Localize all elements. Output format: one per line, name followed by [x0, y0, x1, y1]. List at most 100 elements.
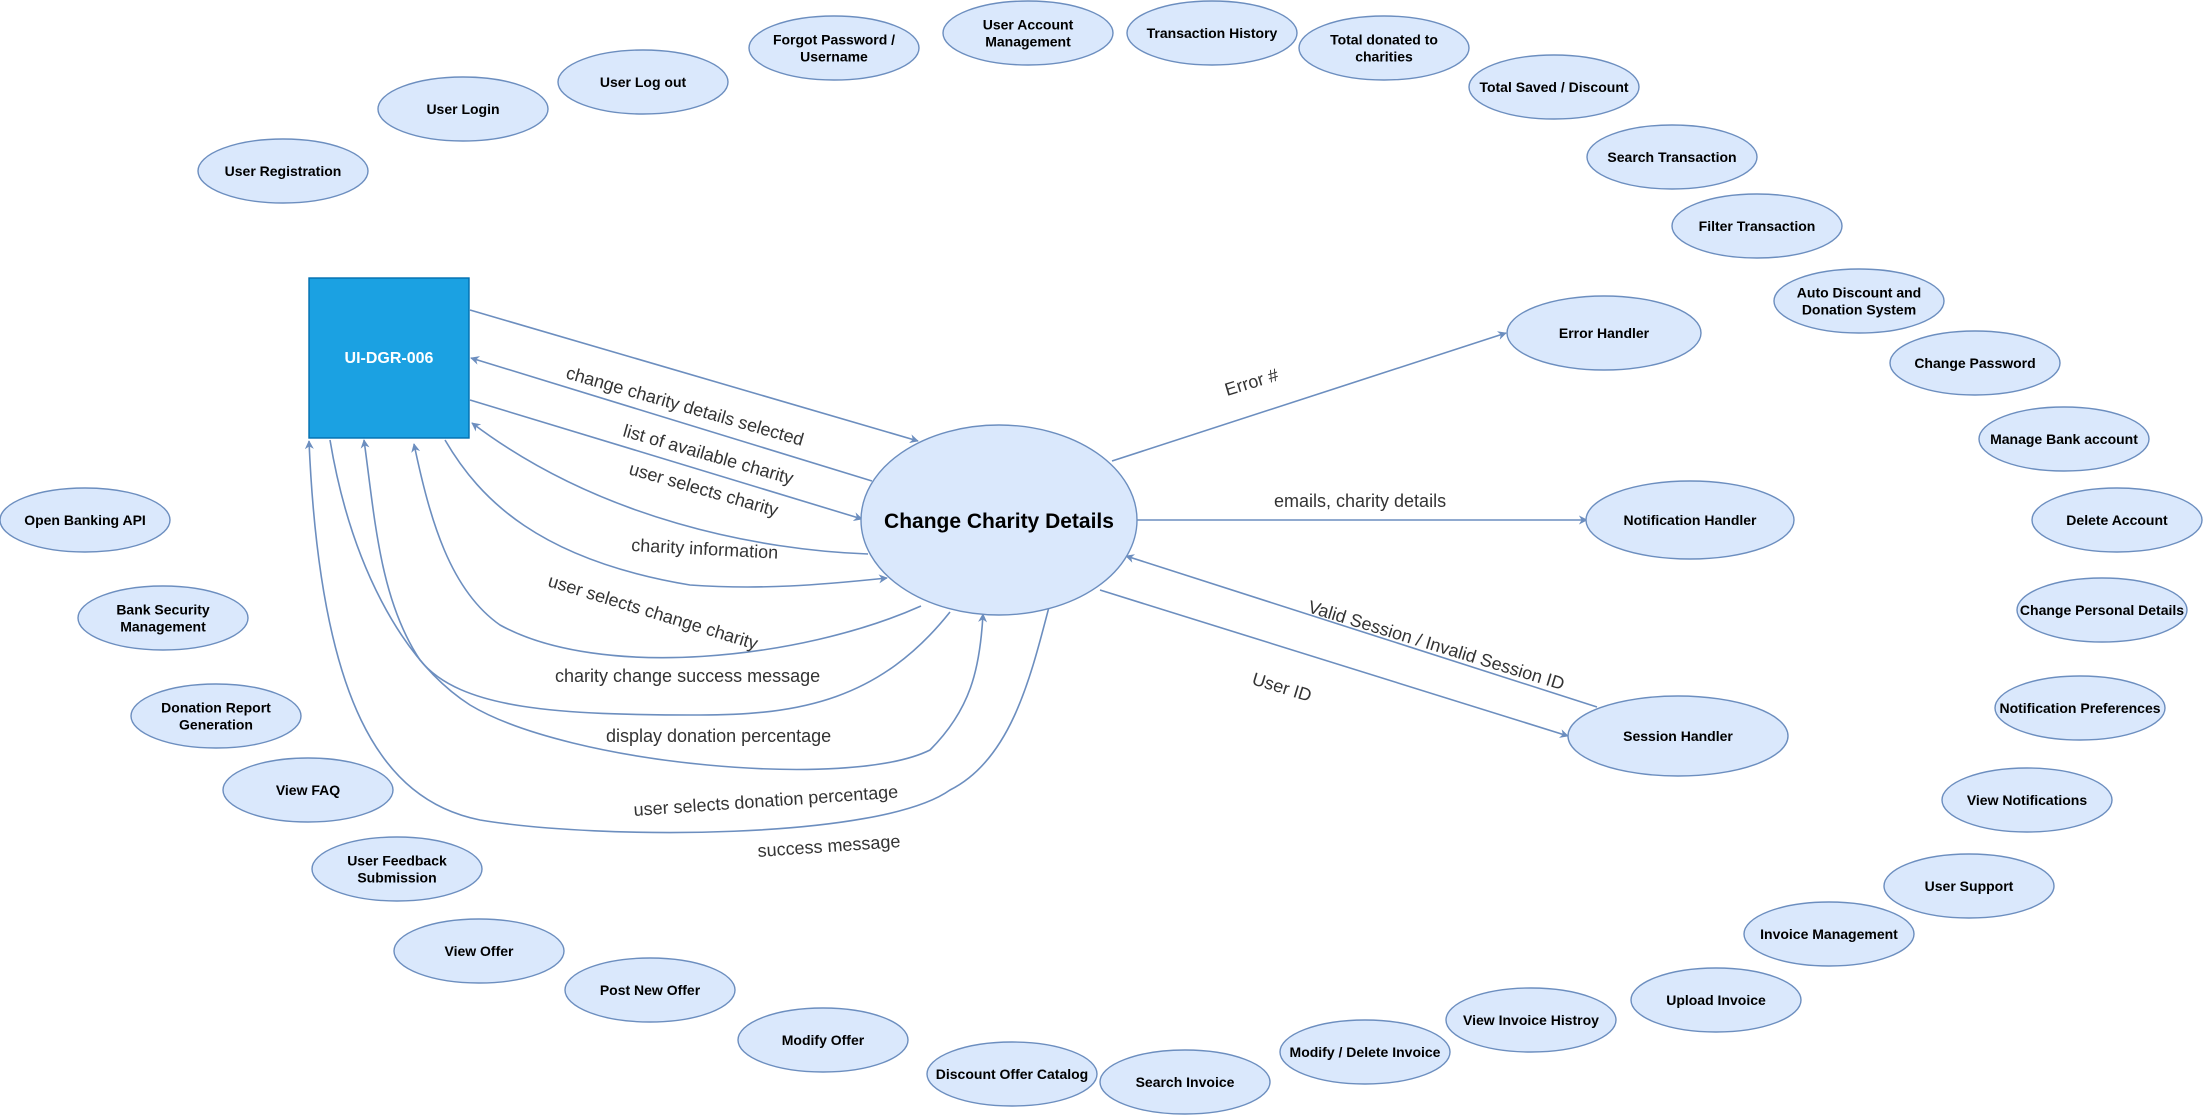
module-bubble[interactable]: Search Transaction [1586, 124, 1758, 190]
module-bubble[interactable]: Modify / Delete Invoice [1279, 1019, 1451, 1085]
module-bubble[interactable]: Change Personal Details [2016, 577, 2188, 643]
module-ellipse [2031, 487, 2203, 553]
module-label: Generation [179, 717, 253, 733]
module-bubble[interactable]: Upload Invoice [1630, 967, 1802, 1033]
module-ellipse [1773, 268, 1945, 334]
module-label: Change Password [1914, 355, 2035, 371]
module-label: Search Invoice [1136, 1074, 1235, 1090]
module-label: Discount Offer Catalog [936, 1066, 1088, 1082]
module-bubble[interactable]: View Invoice Histroy [1445, 987, 1617, 1053]
module-label: Transaction History [1147, 25, 1278, 41]
error-handler[interactable]: Error Handler [1506, 295, 1702, 371]
session-handler-label: Session Handler [1623, 728, 1733, 744]
flow-arrow [411, 443, 922, 659]
module-bubble[interactable]: Forgot Password /Username [748, 15, 920, 81]
module-bubble[interactable]: User Login [377, 76, 549, 142]
module-label: User Login [426, 101, 499, 117]
module-ellipse [1298, 15, 1470, 81]
notification-handler[interactable]: Notification Handler [1585, 480, 1795, 560]
notification-handler-ellipse [1585, 480, 1795, 560]
module-label: charities [1355, 49, 1413, 65]
module-bubble[interactable]: View Notifications [1941, 767, 2113, 833]
module-label: View Invoice Histroy [1463, 1012, 1599, 1028]
flow-label-user-id: User ID [1250, 669, 1314, 706]
module-ellipse [2016, 577, 2188, 643]
module-label: User Account [983, 17, 1074, 33]
module-bubble[interactable]: Modify Offer [737, 1007, 909, 1073]
module-ellipse [564, 957, 736, 1023]
module-bubble[interactable]: User Log out [557, 49, 729, 115]
module-label: Delete Account [2066, 512, 2168, 528]
flow-label-display-donation-percentage: display donation percentage [606, 726, 831, 746]
module-ellipse [1126, 0, 1298, 66]
module-bubble[interactable]: Post New Offer [564, 957, 736, 1023]
module-bubble[interactable]: Discount Offer Catalog [926, 1041, 1098, 1107]
module-bubble[interactable]: Total Saved / Discount [1468, 54, 1640, 120]
module-label: Total Saved / Discount [1479, 79, 1628, 95]
process-change-charity-details[interactable]: Change Charity Details [860, 424, 1138, 616]
module-ellipse [77, 585, 249, 651]
module-ellipse [222, 757, 394, 823]
module-label: Post New Offer [600, 982, 701, 998]
module-label: Filter Transaction [1699, 218, 1816, 234]
process-ellipse [860, 424, 1138, 616]
module-bubble[interactable]: Transaction History [1126, 0, 1298, 66]
module-ellipse [1279, 1019, 1451, 1085]
flow-label-error-code: Error # [1222, 365, 1280, 400]
module-label: Donation System [1802, 302, 1916, 318]
module-ellipse [0, 487, 171, 553]
module-ellipse [942, 0, 1114, 66]
module-bubble[interactable]: Manage Bank account [1978, 406, 2150, 472]
module-label: View FAQ [276, 782, 340, 798]
module-bubble[interactable]: View Offer [393, 918, 565, 984]
flow-label-emails-charity-details: emails, charity details [1274, 491, 1446, 511]
module-ellipse [1978, 406, 2150, 472]
external-entity[interactable]: UI-DGR-006 [308, 277, 470, 439]
module-bubble[interactable]: View FAQ [222, 757, 394, 823]
entity-label: UI-DGR-006 [345, 350, 434, 367]
module-bubble[interactable]: Filter Transaction [1671, 193, 1843, 259]
flow-arrow [360, 439, 951, 716]
module-bubble[interactable]: Change Password [1889, 330, 2061, 396]
module-label: User Feedback [347, 853, 447, 869]
module-label: Modify / Delete Invoice [1290, 1044, 1441, 1060]
module-bubble[interactable]: Invoice Management [1743, 901, 1915, 967]
module-bubble[interactable]: Search Invoice [1099, 1049, 1271, 1115]
flow-arrow [469, 399, 863, 521]
module-bubble[interactable]: Notification Preferences [1994, 675, 2166, 741]
module-label: Forgot Password / [773, 32, 895, 48]
flow-arrow [471, 422, 869, 555]
module-label: Change Personal Details [2020, 602, 2184, 618]
flow-label-change-success: charity change success message [555, 666, 820, 686]
module-ellipse [1468, 54, 1640, 120]
flow-arrow [304, 440, 1050, 834]
flow-arrow [329, 439, 988, 771]
module-label: Open Banking API [24, 512, 146, 528]
module-label: Management [120, 619, 206, 635]
module-bubble[interactable]: User Registration [197, 138, 369, 204]
module-label: Total donated to [1330, 32, 1438, 48]
module-bubble[interactable]: User Support [1883, 853, 2055, 919]
module-label: Auto Discount and [1797, 285, 1921, 301]
module-ellipse [1586, 124, 1758, 190]
module-bubble[interactable]: Delete Account [2031, 487, 2203, 553]
error-handler-label: Error Handler [1559, 325, 1650, 341]
module-label: Username [800, 49, 868, 65]
module-label: Search Transaction [1607, 149, 1736, 165]
module-label: User Support [1925, 878, 2014, 894]
flow-arrow [469, 309, 919, 444]
module-ellipse [377, 76, 549, 142]
module-bubble[interactable]: Open Banking API [0, 487, 171, 553]
module-label: Invoice Management [1760, 926, 1898, 942]
module-label: Notification Preferences [1999, 700, 2160, 716]
session-handler[interactable]: Session Handler [1567, 695, 1789, 777]
module-ellipse [1883, 853, 2055, 919]
flow-arrow [1111, 331, 1507, 462]
